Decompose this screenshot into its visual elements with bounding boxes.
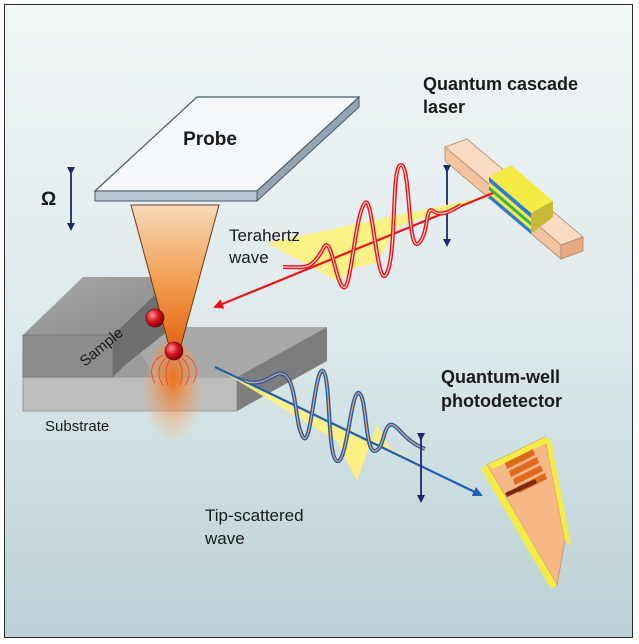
substrate-label: Substrate bbox=[45, 418, 109, 435]
qcl-label-line2: laser bbox=[423, 97, 465, 117]
probe-plate bbox=[93, 95, 361, 203]
near-field-lines bbox=[151, 354, 197, 386]
qwp-label-line2: photodetector bbox=[441, 391, 562, 411]
near-field-glow bbox=[145, 340, 201, 450]
qwp-label-line1: Quantum-well bbox=[441, 367, 560, 387]
terahertz-label-line2: wave bbox=[228, 248, 269, 267]
figure-frame: Probe Ω Sample Substrate Quantum cascade… bbox=[4, 4, 633, 638]
tip-scattered-wave bbox=[214, 366, 483, 497]
incident-terahertz-wave bbox=[213, 163, 494, 309]
omega-label: Ω bbox=[41, 189, 56, 210]
probe-label: Probe bbox=[183, 129, 237, 150]
schematic-diagram: Probe Ω Sample Substrate Quantum cascade… bbox=[5, 5, 632, 637]
scattered-label-line2: wave bbox=[204, 529, 245, 548]
quantum-well-photodetector bbox=[481, 436, 571, 589]
quantum-cascade-laser bbox=[444, 138, 584, 260]
qcl-label-line1: Quantum cascade bbox=[423, 74, 578, 94]
tip-charge-ball bbox=[164, 341, 184, 361]
sample-charge-ball bbox=[145, 308, 165, 328]
scattered-label-line1: Tip-scattered bbox=[205, 506, 304, 525]
terahertz-label-line1: Terahertz bbox=[229, 226, 300, 245]
